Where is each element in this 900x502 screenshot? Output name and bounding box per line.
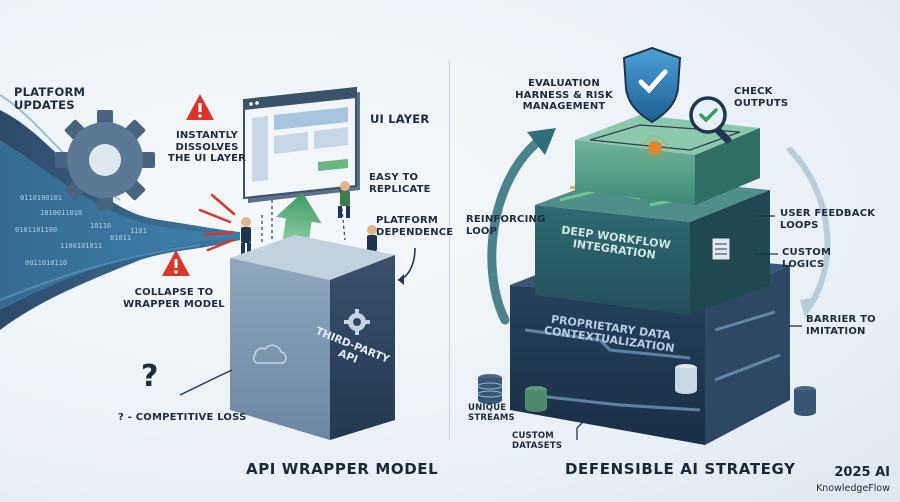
database-icon: [794, 386, 816, 416]
custom-datasets-label: CUSTOM DATASETS: [512, 431, 563, 451]
api-wrapper-model-title: API WRAPPER MODEL: [246, 460, 439, 478]
warning-icon: [186, 94, 214, 120]
collapse-to-wrapper-label: COLLAPSE TO WRAPPER MODEL: [123, 287, 225, 310]
reinforcing-loop-label: REINFORCING LOOP: [466, 214, 546, 237]
shield-check-icon: [622, 46, 682, 124]
easy-to-replicate-label: EASY TO REPLICATE: [369, 172, 431, 195]
check-outputs-label: CHECK OUTPUTS: [734, 86, 789, 109]
database-icon: [477, 374, 503, 404]
brand-year: 2025 AI: [834, 465, 890, 480]
magnifier-check-icon: [689, 96, 732, 144]
brand-name: KnowledgeFlow: [816, 483, 890, 494]
barrier-to-imitation-label: BARRIER TO IMITATION: [806, 314, 876, 337]
svg-text:01011: 01011: [110, 234, 131, 242]
user-feedback-loops-label: USER FEEDBACK LOOPS: [780, 208, 876, 231]
section-divider: [449, 60, 450, 440]
question-mark-icon: ?: [141, 359, 159, 394]
svg-text:0110100101: 0110100101: [20, 194, 62, 202]
platform-updates-label: PLATFORM UPDATES: [14, 85, 86, 113]
svg-text:0011010110: 0011010110: [25, 259, 67, 267]
break-burst-graphic: [198, 193, 236, 252]
instantly-dissolves-label: INSTANTLY DISSOLVES THE UI LAYER: [167, 130, 247, 164]
ui-layer-label: UI LAYER: [370, 112, 430, 126]
svg-text:1101: 1101: [130, 227, 147, 235]
defensible-ai-strategy-title: DEFENSIBLE AI STRATEGY: [565, 460, 796, 478]
reinforcing-loop-arrow: [487, 135, 545, 325]
gear-icon: [55, 110, 155, 210]
evaluation-harness-label: EVALUATION HARNESS & RISK MANAGEMENT: [515, 78, 613, 112]
platform-dependence-label: PLATFORM DEPENDENCE: [376, 215, 454, 238]
ui-layer-window: [243, 86, 360, 203]
third-party-api-box: [230, 235, 395, 440]
svg-text:10110: 10110: [90, 222, 111, 230]
svg-text:1010011010: 1010011010: [40, 209, 82, 217]
database-icon: [525, 386, 547, 412]
warning-icon: [162, 250, 190, 276]
svg-text:1100101011: 1100101011: [60, 242, 102, 250]
database-icon: [675, 364, 697, 394]
competitive-loss-label: ? - COMPETITIVE LOSS: [118, 412, 247, 423]
person-figure: [241, 217, 251, 255]
custom-logics-label: CUSTOM LOGICS: [782, 247, 832, 270]
svg-text:0101101100: 0101101100: [15, 226, 57, 234]
person-figure: [338, 181, 350, 218]
unique-streams-label: UNIQUE STREAMS: [468, 403, 515, 423]
